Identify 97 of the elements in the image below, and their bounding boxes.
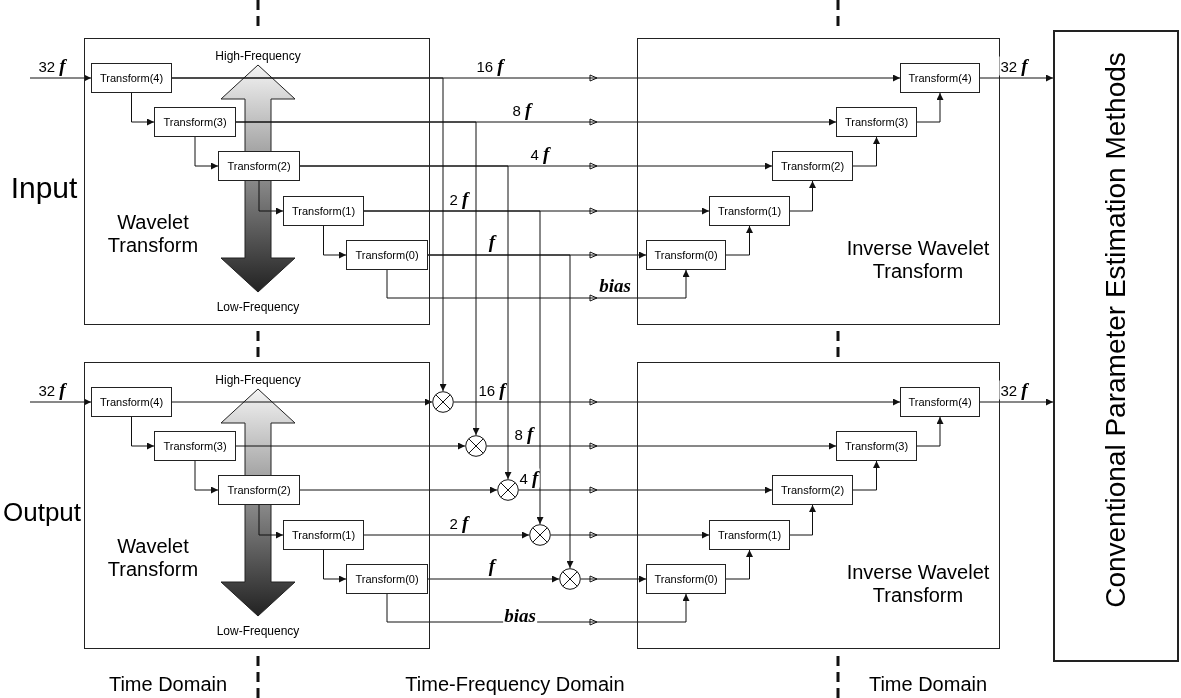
arrow [386, 593, 690, 626]
transform-block: Transform(4) [900, 387, 980, 417]
arrow [29, 398, 92, 406]
arrow [363, 531, 530, 539]
arrow [29, 74, 92, 82]
transform-block: Transform(1) [709, 196, 790, 226]
row-label: Output [2, 496, 82, 528]
transform-block: Transform(1) [283, 196, 364, 226]
arrow [194, 136, 219, 170]
arrow [789, 504, 816, 536]
arrow [518, 486, 773, 494]
edge-label: bias [598, 277, 632, 295]
arrow [235, 121, 480, 436]
arrow [453, 398, 901, 406]
arrow [299, 165, 512, 480]
frequency-label: Low-Frequency [216, 624, 300, 638]
arrow [979, 398, 1054, 406]
module-panel [637, 362, 1000, 649]
arrow [725, 225, 753, 256]
edge-label: bias [503, 607, 537, 625]
arrow [486, 442, 837, 450]
arrow [363, 210, 544, 525]
transform-block: Transform(2) [772, 151, 853, 181]
domain-label: Time Domain [868, 672, 988, 696]
multiplier-symbol [529, 524, 551, 546]
edge-label: 32 f [999, 380, 1029, 400]
multiplier-symbol [559, 568, 581, 590]
transform-block: Transform(0) [346, 240, 428, 270]
arrow [258, 180, 284, 215]
panel-title: Inverse Wavelet Transform [845, 561, 991, 607]
arrow [916, 416, 944, 447]
arrow [725, 549, 753, 580]
arrow [550, 531, 710, 539]
domain-label: Time Domain [108, 672, 228, 696]
panel-title: Inverse Wavelet Transform [845, 237, 991, 283]
domain-label: Time-Frequency Domain [405, 672, 625, 696]
arrow [194, 460, 219, 494]
arrow [852, 460, 880, 491]
method-panel [1053, 30, 1179, 662]
arrow [171, 77, 447, 392]
arrow [171, 398, 433, 406]
edge-label: 8 f [513, 424, 535, 444]
arrow [235, 442, 466, 450]
frequency-label: High-Frequency [215, 49, 301, 63]
arrow [427, 575, 560, 583]
multiplier-symbol [497, 479, 519, 501]
transform-block: Transform(3) [154, 431, 236, 461]
transform-block: Transform(2) [218, 475, 300, 505]
edge-label: f [487, 557, 497, 575]
arrow [323, 225, 347, 259]
transform-block: Transform(4) [900, 63, 980, 93]
arrow [258, 504, 284, 539]
transform-block: Transform(2) [772, 475, 853, 505]
module-panel [84, 362, 430, 649]
transform-block: Transform(1) [709, 520, 790, 550]
arrow [852, 136, 880, 167]
arrow [131, 92, 155, 126]
edge-label: 32 f [999, 56, 1029, 76]
arrow [323, 549, 347, 583]
module-panel [637, 38, 1000, 325]
edge-label: 2 f [448, 189, 470, 209]
edge-label: 4 f [518, 468, 540, 488]
frequency-label: High-Frequency [215, 373, 301, 387]
arrow [299, 486, 498, 494]
transform-block: Transform(3) [836, 431, 917, 461]
transform-block: Transform(3) [154, 107, 236, 137]
edge-label: 32 f [37, 56, 67, 76]
arrow [131, 416, 155, 450]
transform-block: Transform(1) [283, 520, 364, 550]
frequency-label: Low-Frequency [216, 300, 300, 314]
transform-block: Transform(0) [346, 564, 428, 594]
arrow [580, 575, 647, 583]
edge-label: 4 f [529, 144, 551, 164]
panel-title: Conventional Parameter Estimation Methods [1100, 51, 1132, 610]
panel-title: Wavelet Transform [106, 211, 200, 257]
arrow [386, 269, 690, 302]
transform-block: Transform(4) [91, 63, 172, 93]
arrow [789, 180, 816, 212]
arrow [427, 254, 574, 569]
edge-label: 16 f [475, 56, 505, 76]
panel-title: Wavelet Transform [106, 535, 200, 581]
transform-block: Transform(3) [836, 107, 917, 137]
edge-label: 8 f [511, 100, 533, 120]
edge-label: 32 f [37, 380, 67, 400]
multiplier-symbol [432, 391, 454, 413]
module-panel [84, 38, 430, 325]
transform-block: Transform(4) [91, 387, 172, 417]
transform-block: Transform(0) [646, 564, 726, 594]
edge-label: 2 f [448, 513, 470, 533]
arrow [979, 74, 1054, 82]
transform-block: Transform(0) [646, 240, 726, 270]
transform-block: Transform(2) [218, 151, 300, 181]
arrow [916, 92, 944, 123]
edge-label: 16 f [477, 380, 507, 400]
edge-label: f [487, 233, 497, 251]
row-label: Input [10, 171, 78, 205]
multiplier-symbol [465, 435, 487, 457]
